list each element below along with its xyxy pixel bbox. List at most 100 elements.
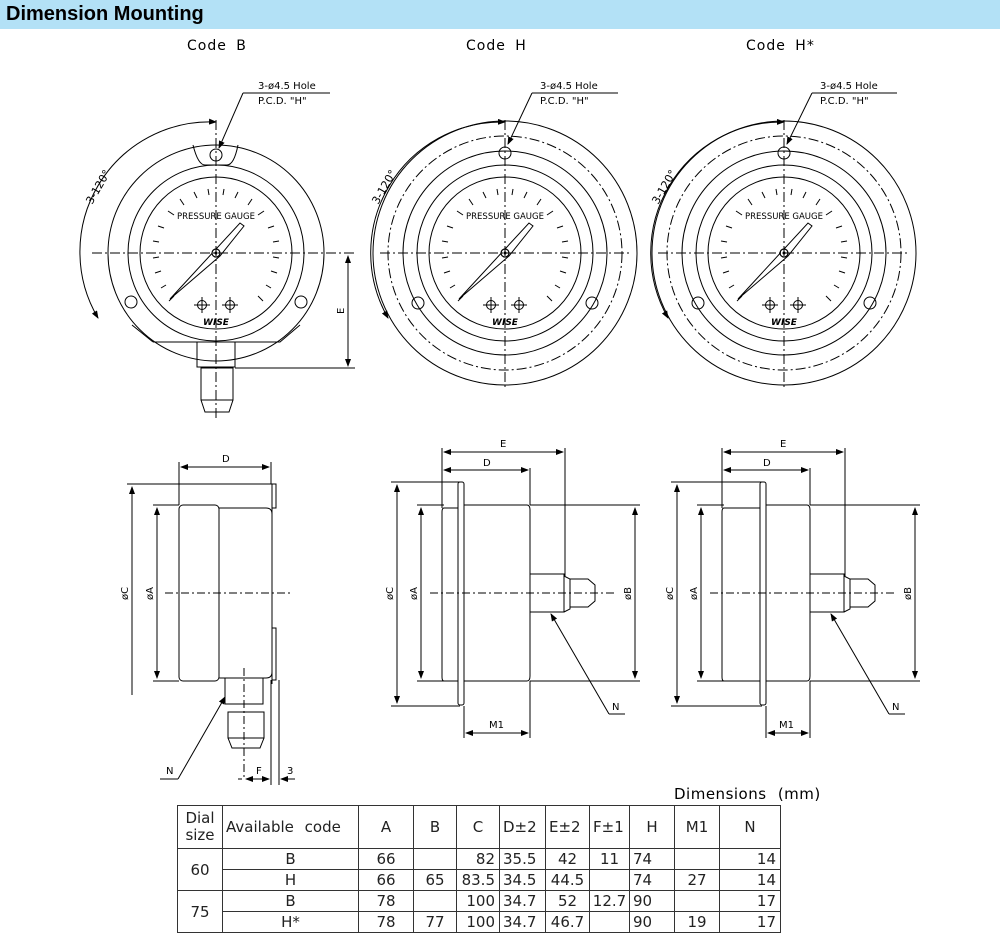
header-available-code: Available code [222, 805, 359, 849]
header-e: E±2 [545, 805, 590, 849]
cell-f [589, 869, 630, 891]
header-bar: Dimension Mounting [0, 0, 1000, 29]
cell-m1: 27 [674, 869, 720, 891]
cell-a: 78 [358, 890, 414, 912]
side-view-code-b: D øC øA F 3 N [120, 454, 295, 785]
cell-h: 90 [629, 890, 675, 912]
svg-text:E: E [500, 439, 506, 450]
table-row: 75 B 78 100 34.7 52 12.7 90 17 [177, 890, 781, 933]
code-label-b: Code B [187, 38, 247, 54]
svg-text:P.C.D. "H": P.C.D. "H" [258, 96, 307, 107]
svg-text:øC: øC [385, 587, 396, 600]
svg-text:M1: M1 [779, 720, 794, 731]
cell-a: 66 [358, 848, 414, 870]
cell-m1 [674, 890, 720, 912]
cell-h: 74 [629, 869, 675, 891]
table-header-row: Dial size Available code A B C D±2 E±2 F… [177, 805, 781, 849]
side-view-code-h-star: E D øC øA øB M1 N [665, 439, 920, 738]
svg-text:D: D [763, 458, 771, 469]
svg-text:D: D [222, 454, 230, 465]
code-label-h-star: Code H* [746, 38, 815, 54]
header-h: H [629, 805, 675, 849]
code-cell: H* [222, 911, 359, 933]
code-cell: B [222, 890, 359, 912]
code-cell: H [222, 869, 359, 891]
cell-d: 34.5 [499, 869, 546, 891]
cell-h: 74 [629, 848, 675, 870]
svg-text:øA: øA [145, 587, 156, 600]
code-cell: B [222, 848, 359, 870]
svg-text:F: F [256, 766, 262, 777]
table-row: H 66 65 83.5 34.5 44.5 74 27 14 [178, 869, 781, 891]
cell-e: 52 [545, 890, 590, 912]
header-a: A [358, 805, 414, 849]
cell-a: 78 [358, 911, 414, 933]
cell-e: 46.7 [545, 911, 590, 933]
svg-text:øA: øA [409, 587, 420, 600]
code-label-h: Code H [466, 38, 527, 54]
cell-a: 66 [358, 869, 414, 891]
svg-text:3-120°: 3-120° [83, 168, 113, 207]
header-b: B [413, 805, 457, 849]
cell-n: 17 [719, 911, 781, 933]
svg-text:M1: M1 [489, 720, 504, 731]
technical-drawing: PRESSURE GAUGE WISE [79, 81, 920, 785]
header-f: F±1 [589, 805, 630, 849]
front-view-code-b: E 3-120° 3-ø4.5 Hole P.C.D. "H" [79, 81, 355, 420]
cell-f [589, 911, 630, 933]
cell-h: 90 [629, 911, 675, 933]
svg-text:3: 3 [287, 766, 293, 777]
cell-b [413, 890, 457, 912]
cell-d: 35.5 [499, 848, 546, 870]
svg-text:3-120°: 3-120° [649, 168, 679, 207]
svg-text:3-ø4.5 Hole: 3-ø4.5 Hole [258, 81, 316, 92]
cell-b: 77 [413, 911, 457, 933]
header-c: C [456, 805, 500, 849]
cell-m1 [674, 848, 720, 870]
cell-c: 82 [456, 848, 500, 870]
header-m1: M1 [674, 805, 720, 849]
cell-c: 100 [456, 911, 500, 933]
svg-text:øB: øB [623, 587, 634, 600]
cell-e: 44.5 [545, 869, 590, 891]
svg-text:P.C.D. "H": P.C.D. "H" [820, 96, 869, 107]
svg-text:øC: øC [665, 587, 676, 600]
dial-size-cell: 60 [177, 848, 223, 891]
svg-text:3-ø4.5 Hole: 3-ø4.5 Hole [820, 81, 878, 92]
svg-text:E: E [780, 439, 786, 450]
header-dial-size: Dial size [177, 805, 223, 849]
cell-e: 42 [545, 848, 590, 870]
units-label: Dimensions (mm) [674, 785, 821, 803]
svg-text:D: D [483, 458, 491, 469]
cell-d: 34.7 [499, 890, 546, 912]
svg-text:N: N [612, 702, 619, 713]
cell-n: 14 [719, 848, 781, 870]
svg-text:N: N [892, 702, 899, 713]
page-title: Dimension Mounting [6, 3, 204, 25]
cell-b: 65 [413, 869, 457, 891]
svg-text:3-ø4.5 Hole: 3-ø4.5 Hole [540, 81, 598, 92]
cell-f: 12.7 [589, 890, 630, 912]
cell-n: 14 [719, 869, 781, 891]
svg-text:E: E [336, 308, 347, 314]
cell-m1: 19 [674, 911, 720, 933]
cell-n: 17 [719, 890, 781, 912]
table-row: 60 B 66 82 35.5 42 11 74 14 [177, 848, 781, 891]
dial-size-cell: 75 [177, 890, 223, 933]
svg-text:øB: øB [903, 587, 914, 600]
cell-b [413, 848, 457, 870]
front-view-code-h: 3-120° 3-ø4.5 Hole P.C.D. "H" [369, 81, 638, 390]
svg-text:P.C.D. "H": P.C.D. "H" [540, 96, 589, 107]
svg-text:øC: øC [120, 587, 131, 600]
cell-c: 83.5 [456, 869, 500, 891]
header-d: D±2 [499, 805, 546, 849]
svg-text:N: N [166, 766, 173, 777]
svg-text:øA: øA [689, 587, 700, 600]
cell-f: 11 [589, 848, 630, 870]
dimensions-table: Dial size Available code A B C D±2 E±2 F… [177, 805, 781, 933]
front-view-code-h-star: 3-120° 3-ø4.5 Hole P.C.D. "H" [649, 81, 917, 390]
header-n: N [719, 805, 781, 849]
cell-c: 100 [456, 890, 500, 912]
cell-d: 34.7 [499, 911, 546, 933]
side-view-code-h: E D øC øA øB M1 N [385, 439, 640, 738]
